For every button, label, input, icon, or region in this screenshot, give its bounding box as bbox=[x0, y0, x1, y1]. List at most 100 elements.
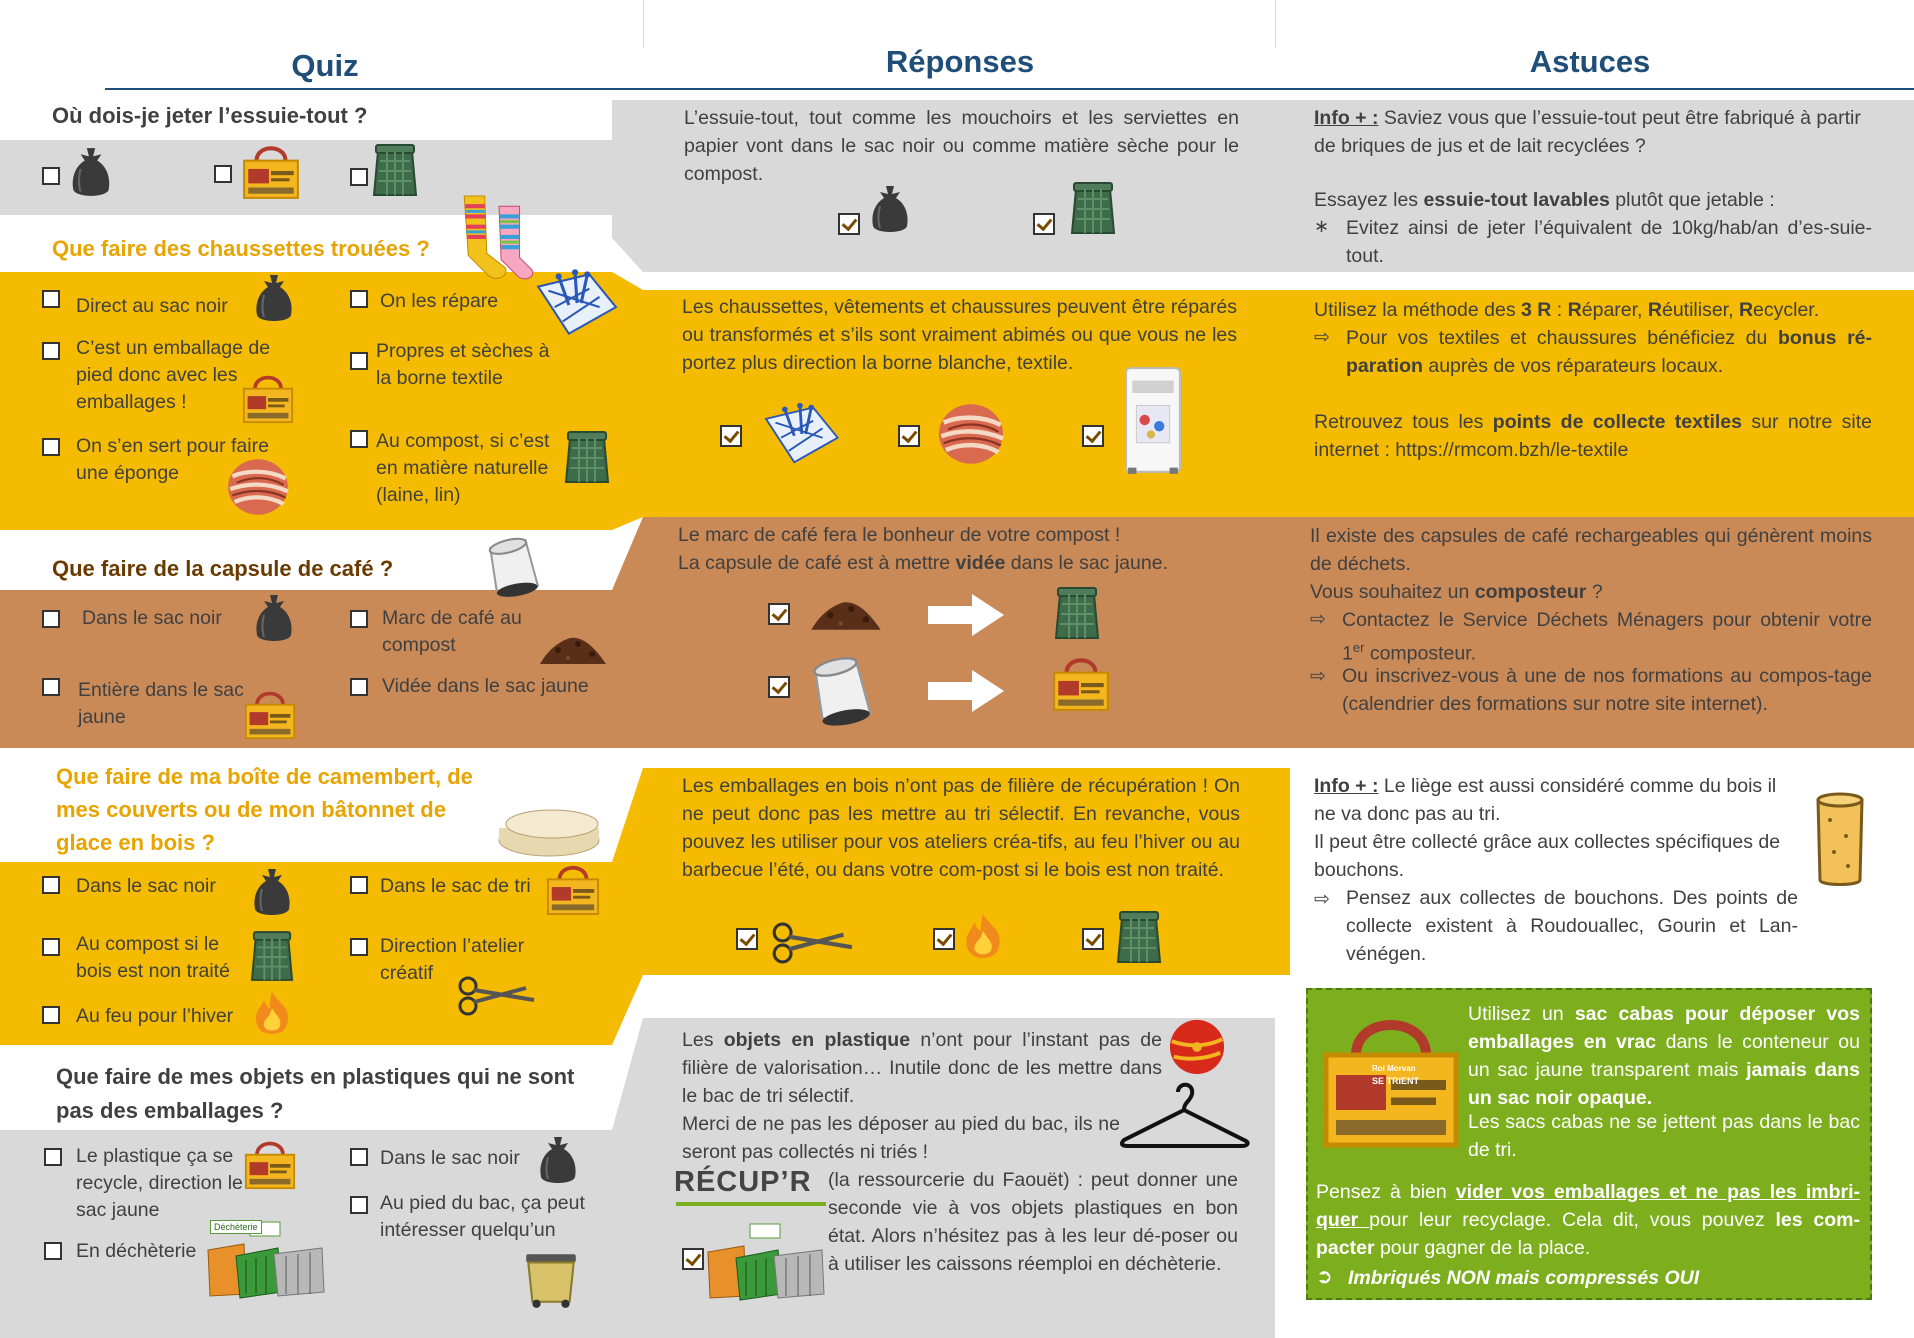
q5-checkbox-2[interactable] bbox=[44, 1242, 62, 1260]
bag-brand: Roi Morvan bbox=[1372, 1064, 1416, 1073]
info-plus-label: Info + : bbox=[1314, 775, 1379, 797]
coffee-grounds-icon bbox=[538, 628, 608, 668]
q4-checkbox-1[interactable] bbox=[42, 876, 60, 894]
r-word: ecycler. bbox=[1753, 299, 1820, 321]
q2-tip1-b: 3 R bbox=[1521, 299, 1552, 321]
q4-tip-1: Info + : Le liège est aussi considéré co… bbox=[1314, 772, 1798, 828]
q3-tip2-b: composteur bbox=[1474, 581, 1587, 603]
q3-answer-check-capsule bbox=[768, 676, 790, 698]
q2-option-6: Au compost, si c’est en matière naturell… bbox=[376, 430, 550, 506]
dechetterie-label: Déchèterie bbox=[210, 1220, 262, 1234]
q2-tip-1: Utilisez la méthode des 3 R : Réparer, R… bbox=[1314, 296, 1882, 324]
arrow-right-icon: ⇨ bbox=[1314, 327, 1330, 348]
q4-tip-3: Pensez aux collectes de bouchons. Des po… bbox=[1346, 887, 1798, 965]
q2-tip3-b: points de collecte textiles bbox=[1492, 411, 1742, 433]
q2-checkbox-6[interactable] bbox=[350, 430, 368, 448]
green-p3-e: pour gagner de la place. bbox=[1374, 1237, 1591, 1259]
column-divider bbox=[1275, 0, 1276, 48]
q5-checkbox-4[interactable] bbox=[350, 1196, 368, 1214]
q2-checkbox-4[interactable] bbox=[350, 290, 368, 308]
yellow-bag-icon bbox=[240, 372, 296, 424]
black-bag-icon bbox=[254, 592, 294, 646]
q2-answer-check-sponge bbox=[898, 425, 920, 447]
q4-answer-check-scissors bbox=[736, 928, 758, 950]
q4-question: Que faire de ma boîte de camembert, de m… bbox=[56, 764, 473, 855]
q2-tip-2: Pour vos textiles et chaussures bénéfici… bbox=[1346, 324, 1872, 380]
q1-tip-c: plutôt que jetable : bbox=[1609, 189, 1775, 211]
compost-bin-icon bbox=[564, 430, 610, 486]
repair-icon bbox=[755, 400, 843, 466]
q3-tip-3: Contactez le Service Déchets Ménagers po… bbox=[1342, 606, 1872, 668]
q3-option-3: Marc de café au compost bbox=[382, 607, 522, 656]
q2-tip1-c: : bbox=[1551, 299, 1568, 321]
q1-checkbox-compost[interactable] bbox=[350, 168, 368, 186]
q5-question: Que faire de mes objets en plastiques qu… bbox=[56, 1064, 575, 1123]
q5-answer-check-dechetterie bbox=[682, 1248, 704, 1270]
green-p1-b: sac cabas pour déposer vos emballages en… bbox=[1468, 1003, 1861, 1053]
sponge-icon bbox=[226, 456, 290, 518]
q3-option-4: Vidée dans le sac jaune bbox=[382, 675, 589, 697]
q3-response-2: La capsule de café est à mettre vidée da… bbox=[678, 549, 1258, 577]
q3-checkbox-2[interactable] bbox=[42, 678, 60, 696]
coffee-capsule-icon bbox=[802, 655, 876, 727]
q5-option-3: Dans le sac noir bbox=[380, 1147, 520, 1169]
q3-tip3-end: composteur. bbox=[1364, 642, 1477, 665]
q1-response: L’essuie-tout, tout comme les mouchoirs … bbox=[684, 107, 1239, 185]
q1-checkbox-black-bag[interactable] bbox=[42, 167, 60, 185]
sponge-icon bbox=[935, 402, 1007, 466]
q3-tip3-sup: er bbox=[1352, 640, 1365, 655]
r-letter: R bbox=[1738, 299, 1754, 321]
q2-tip3-a: Retrouvez tous les bbox=[1314, 411, 1493, 433]
fire-icon bbox=[252, 990, 292, 1036]
q2-checkbox-1[interactable] bbox=[42, 290, 60, 308]
q3-resp2-c: dans le sac jaune. bbox=[1005, 552, 1168, 574]
q2-tip2-b: bonus ré-paration bbox=[1346, 327, 1872, 377]
black-bag-icon bbox=[538, 1134, 578, 1188]
q2-checkbox-2[interactable] bbox=[42, 342, 60, 360]
q2-tip1-a: Utilisez la méthode des bbox=[1314, 299, 1522, 321]
q5-resp1-c: n’ont pour l’instant pas de filière de v… bbox=[682, 1029, 1162, 1107]
q1-tip-line2: Essayez les essuie-tout lavables plutôt … bbox=[1314, 186, 1872, 214]
black-bag-icon bbox=[254, 272, 294, 326]
q1-question: Où dois-je jeter l’essuie-tout ? bbox=[52, 103, 368, 128]
r-letter: R bbox=[1567, 299, 1582, 321]
q2-checkbox-5[interactable] bbox=[350, 352, 368, 370]
arrow-right-icon: ⇨ bbox=[1314, 889, 1330, 910]
q4-checkbox-4[interactable] bbox=[350, 876, 368, 894]
q5-response-1: Les objets en plastique n’ont pour l’ins… bbox=[682, 1026, 1162, 1110]
camembert-box-icon bbox=[494, 800, 604, 860]
q5-checkbox-3[interactable] bbox=[350, 1148, 368, 1166]
r-word: éparer, bbox=[1581, 299, 1648, 321]
arrow-right-icon: ⇨ bbox=[1310, 666, 1326, 687]
q1-tip-b: essuie-tout lavables bbox=[1423, 189, 1610, 211]
q5-option-2: En déchèterie bbox=[76, 1240, 197, 1262]
q4-option-1: Dans le sac noir bbox=[76, 875, 216, 897]
yellow-bag-icon bbox=[240, 142, 302, 200]
q3-resp2-b: vidée bbox=[955, 552, 1006, 574]
q1-checkbox-yellow-bag[interactable] bbox=[214, 165, 232, 183]
header-quiz: Quiz bbox=[291, 48, 359, 83]
q5-checkbox-1[interactable] bbox=[44, 1148, 62, 1166]
header-rule bbox=[105, 88, 1914, 90]
header-responses: Réponses bbox=[885, 44, 1035, 79]
q3-checkbox-1[interactable] bbox=[42, 610, 60, 628]
q3-checkbox-4[interactable] bbox=[350, 678, 368, 696]
q3-checkbox-3[interactable] bbox=[350, 610, 368, 628]
q3-tip2-c: ? bbox=[1586, 581, 1603, 603]
recupr-logo-text: RÉCUP’R bbox=[674, 1166, 812, 1198]
arrow-circle-icon: ➲ bbox=[1316, 1266, 1333, 1288]
column-divider bbox=[643, 0, 644, 48]
q4-checkbox-5[interactable] bbox=[350, 938, 368, 956]
q4-checkbox-2[interactable] bbox=[42, 938, 60, 956]
green-p3-a: Pensez à bien bbox=[1316, 1181, 1456, 1203]
q4-checkbox-3[interactable] bbox=[42, 1006, 60, 1024]
q3-resp2-a: La capsule de café est à mettre bbox=[678, 552, 956, 574]
r-letter: R bbox=[1647, 299, 1662, 321]
green-box-p3: Pensez à bien vider vos emballages et ne… bbox=[1316, 1178, 1860, 1262]
q2-checkbox-3[interactable] bbox=[42, 438, 60, 456]
yellow-bag-icon bbox=[242, 688, 298, 740]
yellow-bag-icon bbox=[242, 1138, 298, 1190]
q5-response-2: Merci de ne pas les déposer au pied du b… bbox=[682, 1113, 1120, 1163]
arrow-right-icon: ⇨ bbox=[1310, 609, 1326, 630]
